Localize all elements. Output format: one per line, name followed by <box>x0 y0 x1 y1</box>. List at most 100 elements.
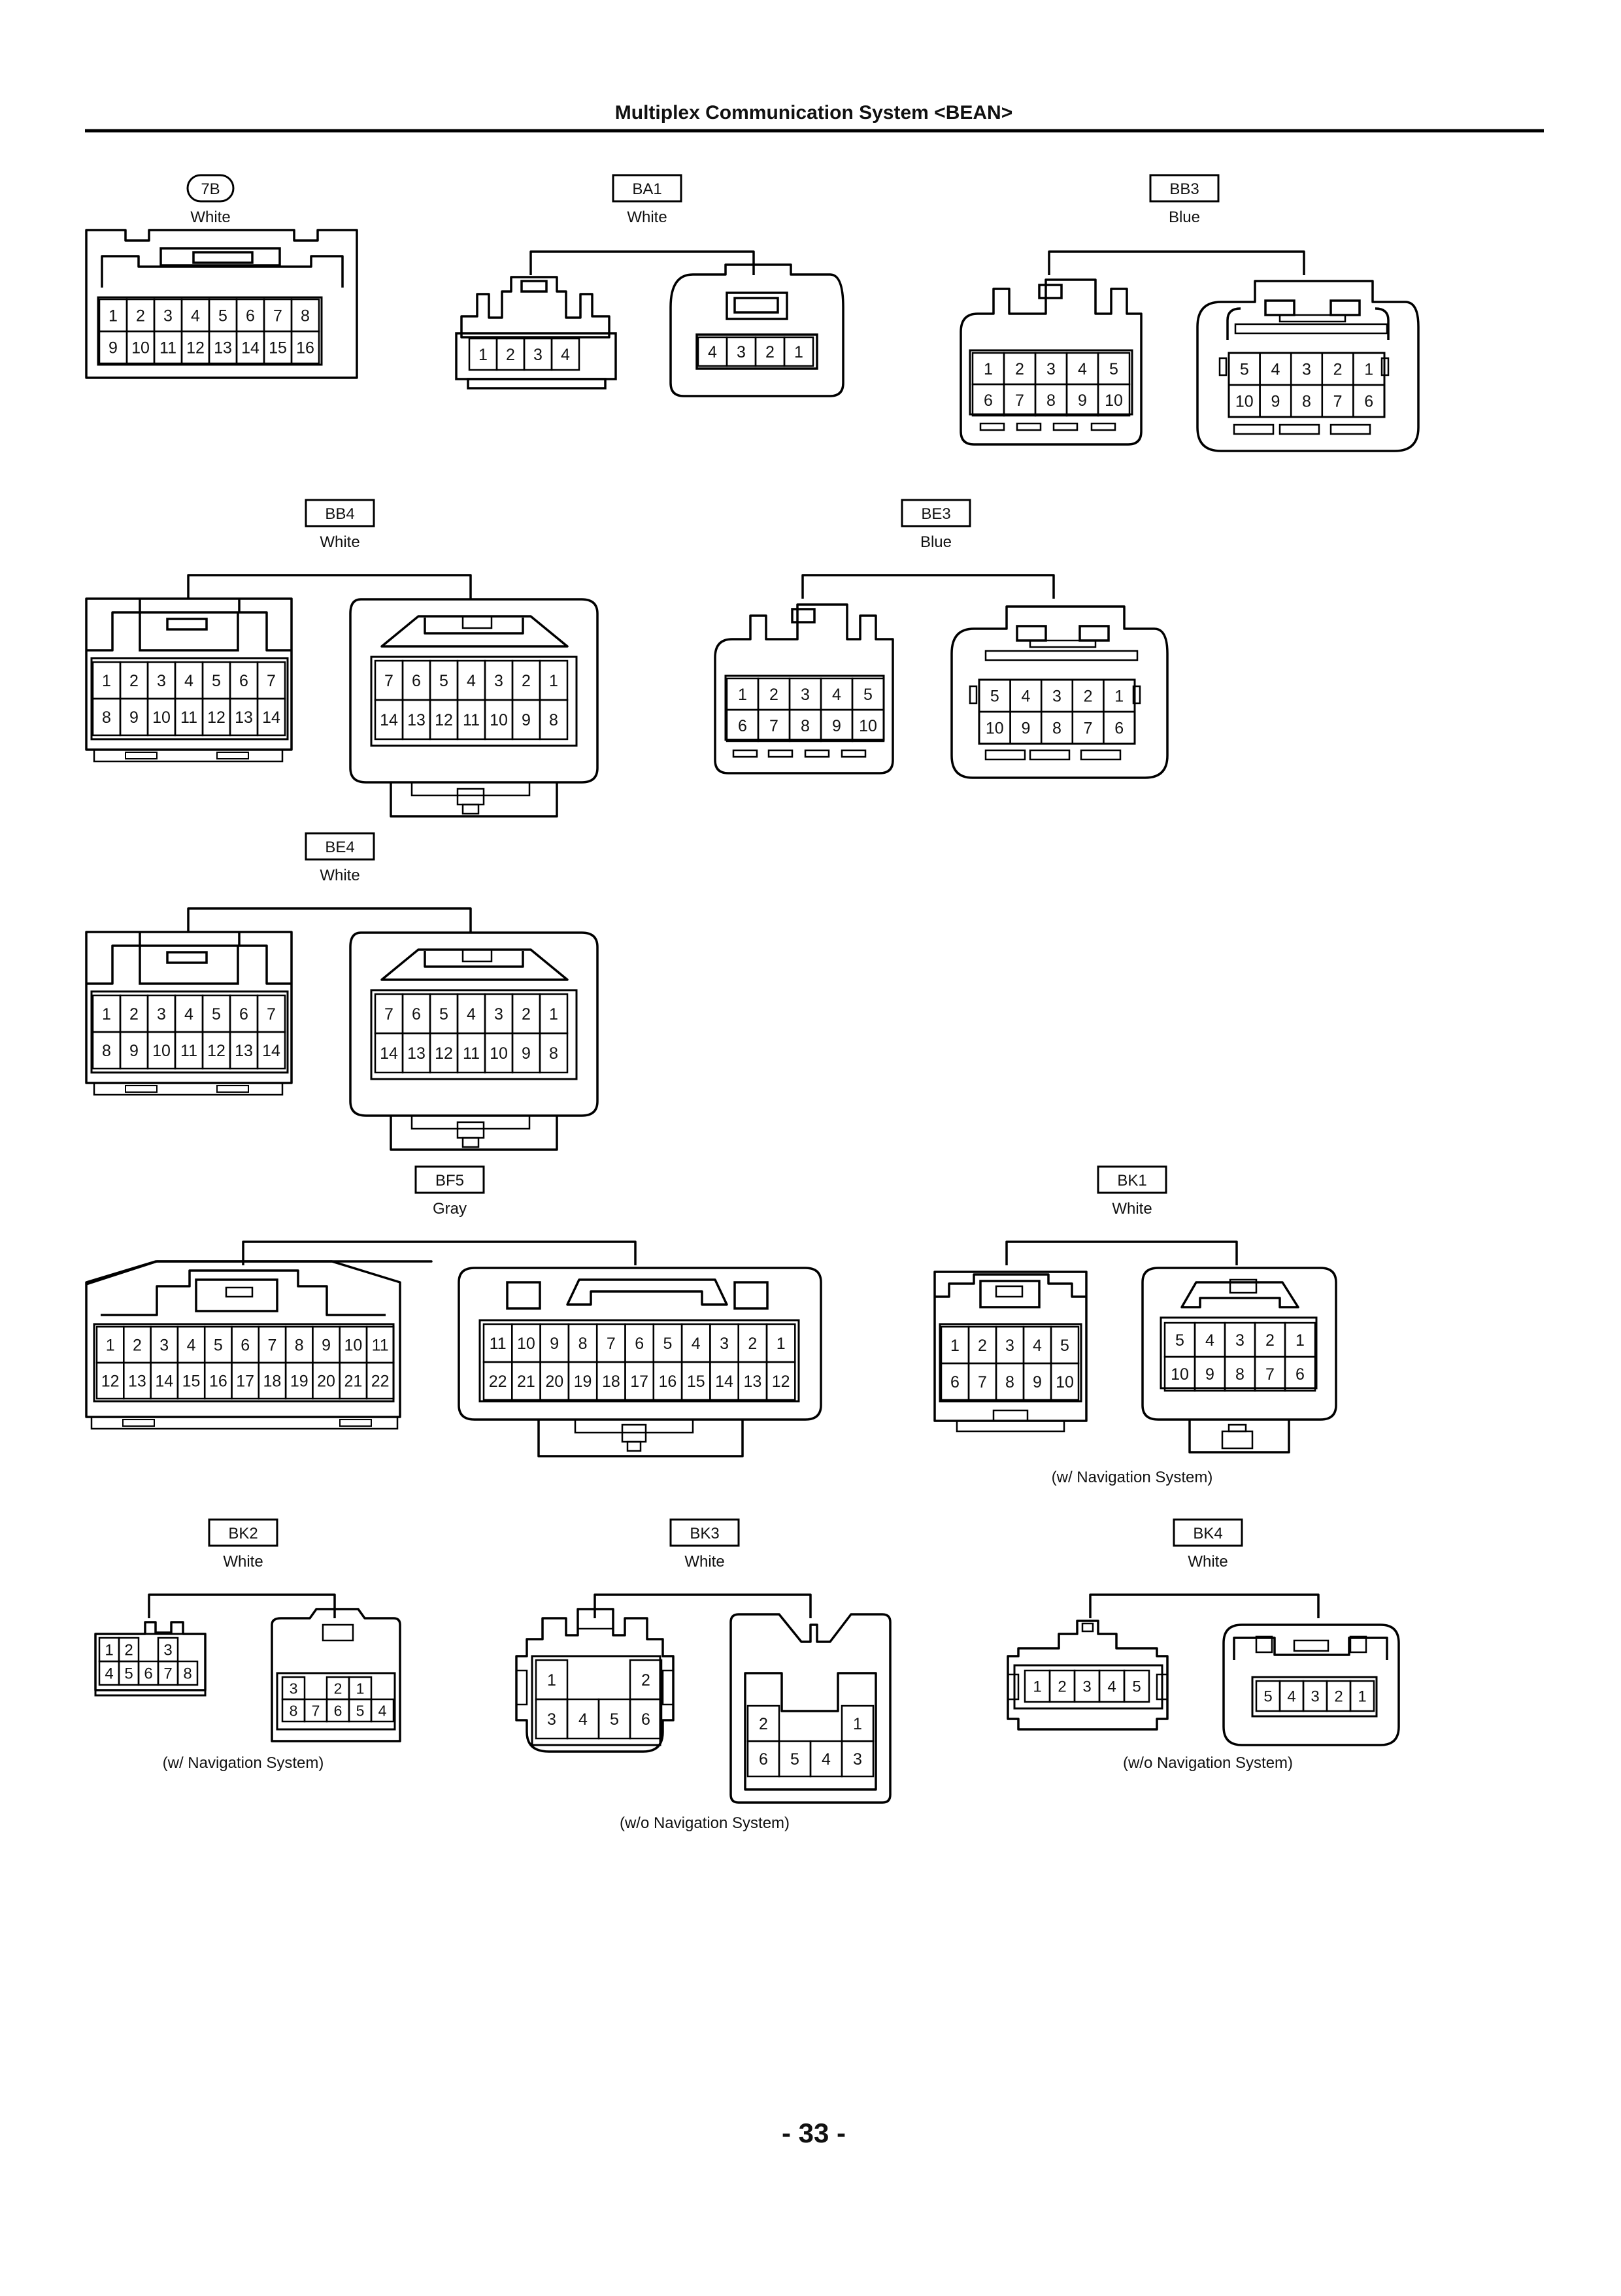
pin-number: 2 <box>136 307 145 325</box>
pin-number: 13 <box>407 711 426 729</box>
connector-color: White <box>684 1553 724 1571</box>
pin-number: 5 <box>218 307 227 325</box>
pin-number: 1 <box>478 346 488 364</box>
pin-number: 11 <box>463 1044 480 1063</box>
pin-cell <box>629 1698 663 1740</box>
pin-number: 4 <box>184 1005 193 1023</box>
pin-number: 2 <box>506 346 515 364</box>
pin-number: 1 <box>777 1335 786 1353</box>
pin-number: 22 <box>489 1373 507 1391</box>
pin-number: 1 <box>106 1337 115 1355</box>
pin-number: 5 <box>1060 1337 1069 1355</box>
pin-number: 4 <box>708 343 717 361</box>
pin-number: 18 <box>602 1373 620 1391</box>
pin-number: 6 <box>759 1750 768 1769</box>
pin-number: 3 <box>1005 1337 1014 1355</box>
pin-number: 2 <box>1333 361 1343 379</box>
pin-cell <box>256 697 286 737</box>
pin-number: 21 <box>344 1373 362 1391</box>
connector-pair-bracket <box>148 1593 336 1618</box>
pin-number: 4 <box>187 1337 196 1355</box>
pin-number: 2 <box>765 343 775 361</box>
pin-number: 3 <box>1082 1678 1091 1696</box>
pin-number: 6 <box>1114 720 1124 738</box>
pin-number: 6 <box>1295 1365 1305 1384</box>
pin-number: 10 <box>1056 1373 1074 1391</box>
pin-number: 1 <box>984 360 993 378</box>
connector-groups: 7BWhiteBA1WhiteBB3BlueBB4WhiteBE3BlueBE4… <box>85 174 1420 1832</box>
connector-code: BA1 <box>632 180 661 198</box>
pin-number: 4 <box>1287 1688 1295 1706</box>
connector-pair-bracket <box>801 574 1055 599</box>
pin-number: 6 <box>1364 393 1373 411</box>
connector-color: White <box>1112 1200 1152 1218</box>
pin-number: 8 <box>1235 1365 1245 1384</box>
pin-number: 8 <box>295 1337 304 1355</box>
pin-number: 5 <box>990 688 999 706</box>
pin-number: 1 <box>950 1337 960 1355</box>
pin-number: 16 <box>209 1373 227 1391</box>
pin-number: 15 <box>687 1373 705 1391</box>
pin-number: 2 <box>748 1335 757 1353</box>
pin-number: 12 <box>207 708 226 727</box>
pin-number: 9 <box>322 1337 331 1355</box>
pin-number: 21 <box>517 1373 535 1391</box>
pin-number: 4 <box>1205 1331 1214 1350</box>
connector-pair-bracket <box>593 1593 812 1618</box>
pin-cell <box>851 708 885 742</box>
pin-number: 3 <box>163 307 173 325</box>
pin-number: 4 <box>1107 1678 1116 1696</box>
connector-code-badge <box>669 1518 740 1547</box>
pin-number: 5 <box>1109 360 1118 378</box>
connector-code-badge <box>1149 174 1220 203</box>
pin-number: 20 <box>545 1373 563 1391</box>
pin-number: 5 <box>610 1710 619 1729</box>
connector-color: White <box>190 208 230 226</box>
pin-number: 10 <box>152 708 171 727</box>
pin-number: 1 <box>102 672 111 690</box>
connector-code-badge <box>612 174 682 203</box>
pin-number: 3 <box>494 1005 503 1023</box>
pin-number: 4 <box>191 307 200 325</box>
pin-cell <box>1050 1362 1080 1401</box>
pin-number: 13 <box>743 1373 761 1391</box>
pin-number: 2 <box>769 686 778 704</box>
pin-cell <box>1123 1669 1150 1703</box>
connector-code: BB3 <box>1169 180 1199 198</box>
pin-number: 3 <box>720 1335 729 1353</box>
pin-cell <box>1284 1356 1316 1392</box>
connector-pair-bracket <box>187 574 472 599</box>
pin-number: 2 <box>1058 1678 1066 1696</box>
pin-number: 6 <box>239 672 248 690</box>
pin-number: 6 <box>246 307 255 325</box>
pin-cell <box>256 1031 286 1070</box>
connector-code-badge <box>1173 1518 1243 1547</box>
pin-number: 12 <box>435 711 453 729</box>
pin-number: 16 <box>659 1373 677 1391</box>
pin-number: 14 <box>262 708 280 727</box>
pin-number: 6 <box>984 391 993 410</box>
pin-number: 1 <box>853 1715 862 1733</box>
pin-number: 13 <box>235 708 253 727</box>
connector-code: BK1 <box>1117 1172 1146 1190</box>
pin-number: 2 <box>522 672 531 690</box>
pin-number: 9 <box>1271 393 1280 411</box>
pin-number: 5 <box>356 1702 365 1719</box>
connector-pair-bracket <box>1048 250 1305 275</box>
pin-number: 8 <box>1052 720 1061 738</box>
pin-number: 5 <box>790 1750 799 1769</box>
pin-number: 8 <box>301 307 310 325</box>
pin-number: 3 <box>157 1005 166 1023</box>
